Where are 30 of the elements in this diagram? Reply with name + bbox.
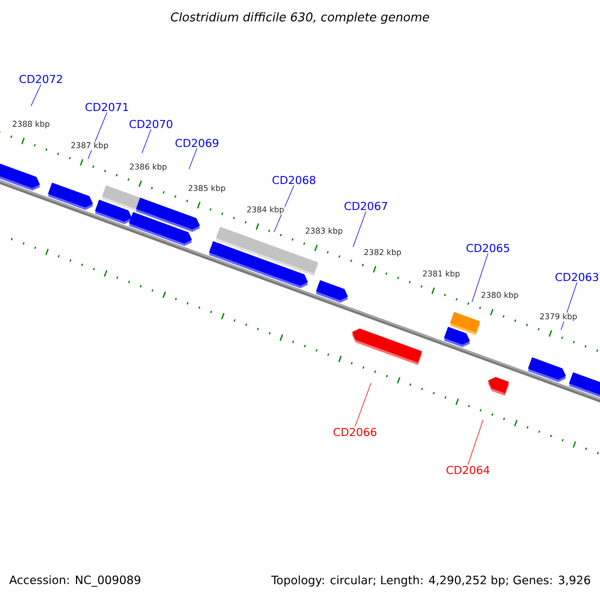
scale-label: 2380 kbp — [480, 291, 520, 300]
footer-text: Topology: circular; Length: 4,290,252 bp; Genes: 3,926 — [271, 575, 590, 587]
scale-label: 2384 kbp — [246, 206, 285, 214]
leader-line — [30, 84, 42, 106]
gene-label: CD2072 — [20, 74, 62, 84]
scale-label: 2379 kbp — [539, 312, 578, 322]
gene-label: CD2069 — [176, 138, 218, 148]
scale-label: 2381 kbp — [422, 270, 461, 279]
leader-line — [352, 211, 366, 248]
gene-label: CD2071 — [86, 102, 128, 112]
leader-line — [472, 253, 488, 302]
scale-label: 2385 kbp — [187, 184, 226, 194]
scale-label: 2388 kbp — [12, 120, 50, 129]
gene-label: CD2070 — [130, 120, 172, 128]
scale-label: 2382 kbp — [363, 248, 402, 258]
gene-label: CD2063 — [556, 272, 598, 282]
scale-label: 2387 kbp — [70, 142, 109, 150]
gene-label: CD2064 — [446, 466, 490, 474]
gene-label: CD2067 — [344, 202, 388, 210]
scale-label: 2383 kbp — [304, 227, 344, 236]
leader-line — [354, 382, 372, 427]
gene-label: CD2066 — [334, 428, 376, 436]
scale-label: 2386 kbp — [128, 162, 168, 172]
title: Clostridium difficile 630, complete genome — [170, 12, 430, 24]
gene-label: CD2065 — [466, 244, 510, 252]
leader-line — [188, 148, 198, 170]
footer-text: Accession: NC_009089 — [9, 575, 140, 587]
gene-label: CD2068 — [272, 176, 316, 184]
leader-line — [142, 129, 152, 154]
leader-line — [468, 420, 484, 465]
